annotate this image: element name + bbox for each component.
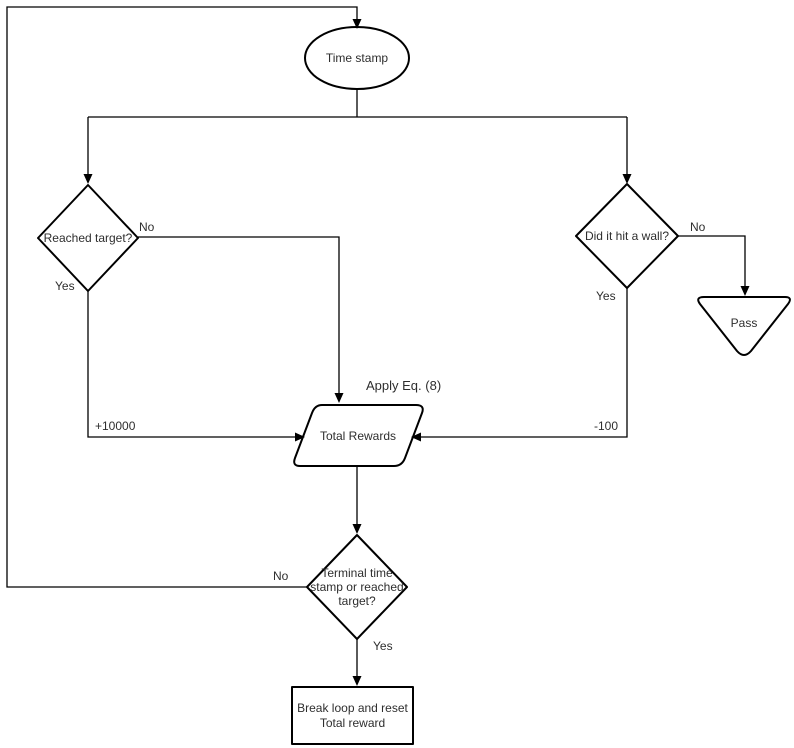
terminal-check-label: Terminal time stamp or reached target? bbox=[310, 566, 404, 608]
edge-label-reward-plus-10000: +10000 bbox=[95, 419, 136, 433]
edge-label-reward-minus-100: -100 bbox=[594, 419, 619, 433]
arrowhead-into-break-loop bbox=[352, 676, 362, 686]
edge-label-reached-no: No bbox=[139, 220, 155, 234]
arrowhead-into-reached-target bbox=[83, 174, 93, 184]
arrowhead-into-pass bbox=[740, 286, 750, 296]
total-rewards-label: Total Rewards bbox=[319, 429, 397, 443]
arrowhead-into-rewards-top bbox=[334, 393, 344, 403]
hit-wall-label: Did it hit a wall? bbox=[584, 229, 670, 243]
total-rewards-parallelogram-shape bbox=[293, 404, 424, 467]
arrowhead-into-terminal bbox=[352, 524, 362, 534]
edge-loop-back-to-start bbox=[6, 6, 358, 588]
edge-reached-no-to-rewards bbox=[138, 236, 340, 395]
edge-label-wall-no: No bbox=[690, 220, 706, 234]
break-loop-label: Break loop and reset Total reward bbox=[297, 700, 408, 730]
pass-triangle-shape bbox=[697, 296, 791, 356]
edge-label-terminal-yes: Yes bbox=[373, 639, 393, 653]
arrowhead-into-rewards-left bbox=[295, 432, 305, 442]
edge-label-wall-yes: Yes bbox=[596, 289, 616, 303]
reached-target-decision-shape bbox=[37, 184, 139, 292]
reached-target-label: Reached target? bbox=[43, 231, 133, 245]
arrowhead-into-hit-wall bbox=[622, 174, 632, 184]
pass-node-label: Pass bbox=[730, 316, 758, 330]
edge-wall-no-to-pass bbox=[678, 235, 746, 288]
arrowhead-into-rewards-right bbox=[411, 432, 421, 442]
edge-wall-yes-to-rewards bbox=[420, 288, 628, 438]
edge-reached-yes-to-rewards bbox=[87, 291, 296, 438]
apply-eq-annotation: Apply Eq. (8) bbox=[366, 378, 442, 393]
terminal-check-decision-shape bbox=[306, 534, 408, 640]
arrowhead-into-start bbox=[352, 19, 362, 29]
hit-wall-decision-shape bbox=[575, 183, 679, 289]
start-node-label: Time stamp bbox=[325, 51, 389, 65]
edge-label-reached-yes: Yes bbox=[55, 279, 75, 293]
break-loop-rect-shape bbox=[291, 686, 414, 745]
edge-label-terminal-no: No bbox=[273, 569, 289, 583]
